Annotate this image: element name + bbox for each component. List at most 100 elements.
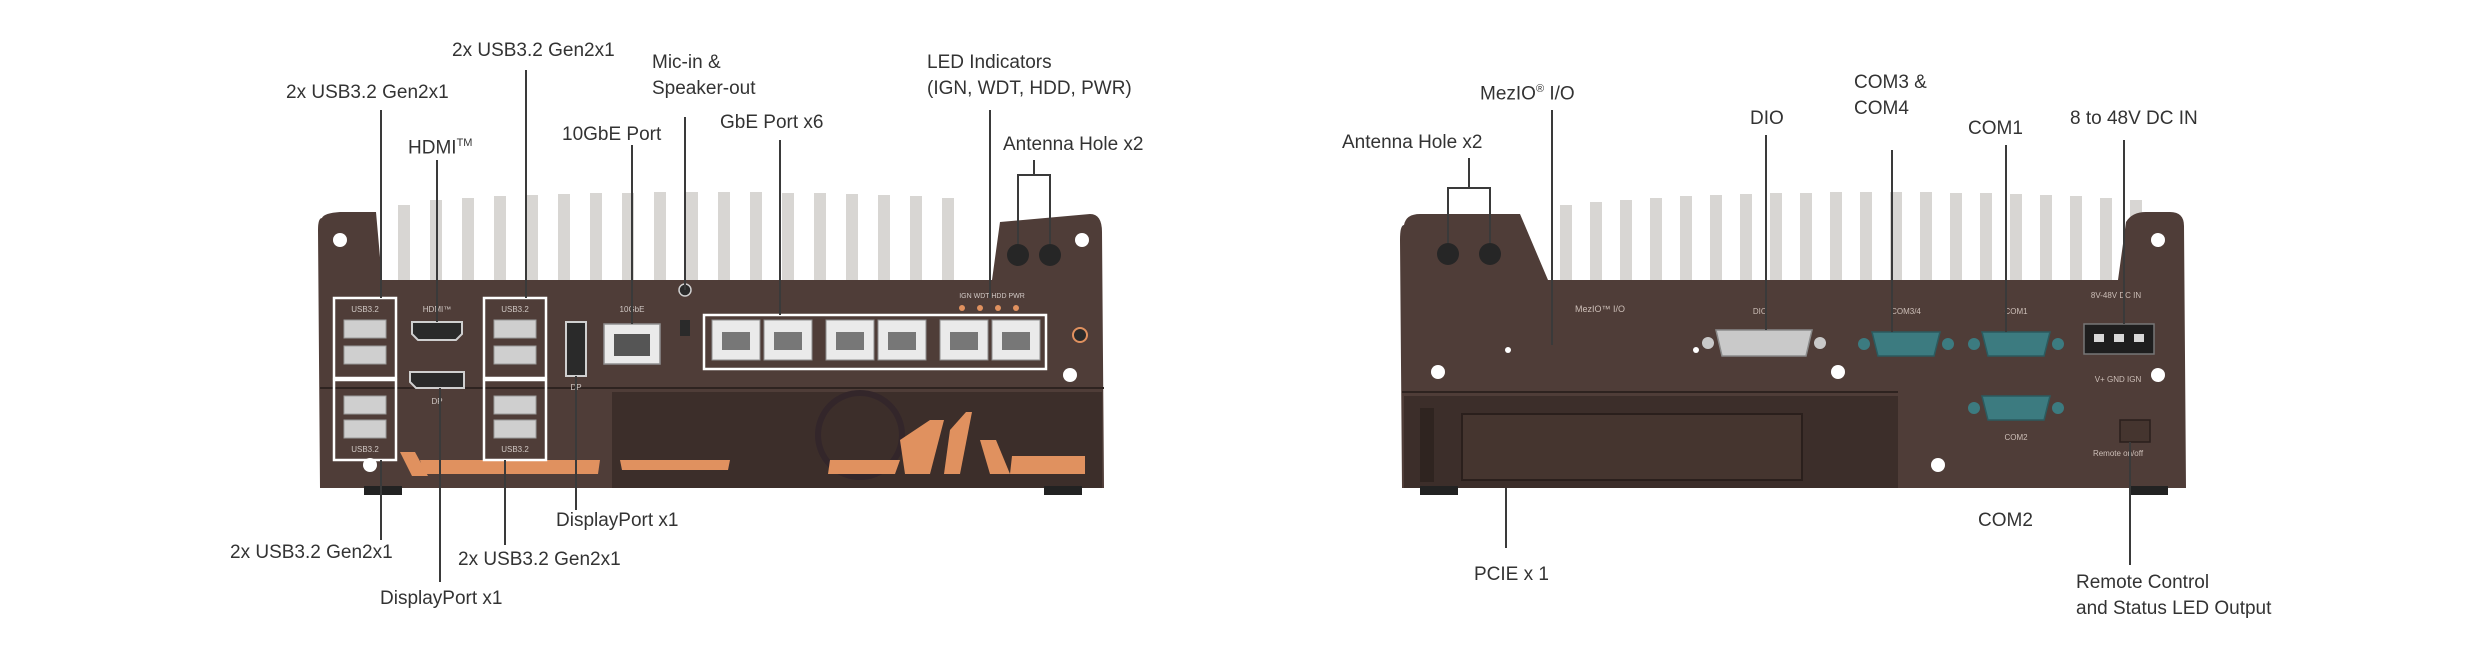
callout-com34-line1: COM3 &: [1854, 72, 1927, 93]
front-mount-hole: [333, 233, 347, 247]
antenna-hole: [1007, 244, 1029, 266]
usb-group-outline: [482, 378, 548, 462]
displayport-port: [409, 371, 465, 389]
callout-dcin: 8 to 48V DC IN: [2070, 108, 2198, 129]
callout-led-line2: (IGN, WDT, HDD, PWR): [927, 78, 1132, 99]
callout-usb-bottom-mid: 2x USB3.2 Gen2x1: [458, 549, 621, 570]
rear-mount-hole: [1693, 347, 1699, 353]
rear-mount-hole: [1831, 365, 1845, 379]
antenna-hole: [1437, 243, 1459, 265]
callout-com34-line2: COM4: [1854, 98, 1909, 119]
usb-port: [343, 319, 387, 339]
callout-gbe: GbE Port x6: [720, 112, 824, 133]
usb-port: [343, 419, 387, 439]
front-mount-hole: [1075, 233, 1089, 247]
pcie-slot-cover: [1461, 413, 1803, 481]
usb-port: [343, 345, 387, 365]
callout-remote-line1: Remote Control: [2076, 572, 2210, 593]
callout-dio: DIO: [1750, 108, 1784, 129]
gbe-ports: [711, 319, 1041, 361]
callout-usb-bottom-left: 2x USB3.2 Gen2x1: [230, 542, 393, 563]
rear-mount-hole: [1505, 347, 1511, 353]
callout-com1: COM1: [1968, 118, 2023, 139]
callout-pcie: PCIE x 1: [1474, 564, 1549, 585]
port-screw: [1968, 402, 1980, 414]
callout-mezio: MezIO® I/O: [1480, 76, 1575, 107]
front-mount-hole: [1063, 368, 1077, 382]
callout-usb-top-left: 2x USB3.2 Gen2x1: [286, 82, 449, 103]
pcie-bracket: [1420, 408, 1434, 482]
port-screw: [1968, 338, 1980, 350]
front-heatsink-fins: [398, 192, 954, 285]
power-button: [1072, 327, 1088, 343]
com1-panel-label: COM1: [2004, 307, 2028, 316]
usb-port-label: USB3.2: [351, 445, 379, 454]
front-foot: [1044, 486, 1082, 495]
port-screw: [1702, 337, 1714, 349]
dcin-panel-label: 8V-48V DC IN: [2091, 291, 2141, 300]
callout-antenna-rear: Antenna Hole x2: [1342, 132, 1483, 153]
status-leds: [959, 305, 1019, 311]
dio-port: [1715, 329, 1813, 357]
usb-group-outline: [332, 378, 398, 462]
tengbe-port-socket: [614, 334, 650, 356]
displayport-port-vertical: [565, 321, 587, 377]
callout-usb-top-mid: 2x USB3.2 Gen2x1: [452, 40, 615, 61]
port-screw: [2052, 402, 2064, 414]
rear-heatsink-fins: [1560, 192, 2142, 285]
usb-port: [493, 345, 537, 365]
callout-mic-line2: Speaker-out: [652, 78, 756, 99]
callout-mic-line1: Mic-in &: [652, 52, 721, 73]
com2-panel-label: COM2: [2004, 433, 2028, 442]
rear-mount-hole: [1931, 458, 1945, 472]
callout-10gbe: 10GbE Port: [562, 124, 662, 145]
com34-port: [1871, 331, 1941, 357]
port-screw: [1858, 338, 1870, 350]
rear-foot: [1420, 486, 1458, 495]
mezio-text: MezIO: [1480, 83, 1536, 105]
antenna-hole: [1039, 244, 1061, 266]
usb-port: [493, 395, 537, 415]
remote-panel-label: Remote on/off: [2093, 449, 2144, 458]
led-panel-label: IGN WDT HDD PWR: [959, 293, 1025, 300]
rear-mount-hole: [2151, 368, 2165, 382]
port-screw: [2052, 338, 2064, 350]
com1-port: [1981, 331, 2051, 357]
usb-group-outline: [482, 296, 548, 380]
com34-panel-label: COM3/4: [1891, 307, 1921, 316]
front-mount-hole: [363, 458, 377, 472]
remote-control-port: [2119, 419, 2151, 443]
rear-panel: MezIO™ I/O DIO COM3/4 COM1 COM2 8V-48V D…: [1400, 192, 2186, 495]
hdmi-port: [411, 321, 463, 341]
antenna-hole: [1479, 243, 1501, 265]
front-panel: USB3.2 USB3.2 HDMI™ DP USB3.2 USB3.2 DP …: [318, 192, 1104, 495]
callout-led-line1: LED Indicators: [927, 52, 1052, 73]
rear-foot: [2130, 486, 2168, 495]
usb-port: [493, 419, 537, 439]
usb-group-outline: [332, 296, 398, 380]
usb-port-label: USB3.2: [501, 305, 529, 314]
registered-mark: ®: [1535, 83, 1545, 95]
callout-antenna-front: Antenna Hole x2: [1003, 134, 1144, 155]
usb-port-label: USB3.2: [501, 445, 529, 454]
rear-mount-hole: [2151, 233, 2165, 247]
front-foot: [364, 486, 402, 495]
gbe-port-sockets: [722, 332, 1030, 350]
dcin-pin-labels: V+ GND IGN: [2095, 375, 2142, 384]
usb-port: [343, 395, 387, 415]
usb-port-label: USB3.2: [351, 305, 379, 314]
displayport-port-label: DP: [431, 397, 442, 406]
callout-hdmi: HDMITM: [408, 130, 472, 161]
callout-com2: COM2: [1978, 510, 2033, 531]
port-screw: [1814, 337, 1826, 349]
audio-jack-mic: [680, 320, 690, 336]
mezio-io-text: I/O: [1544, 83, 1575, 105]
callout-dp-right: DisplayPort x1: [556, 510, 679, 531]
mezio-panel-label: MezIO™ I/O: [1575, 304, 1625, 314]
dcin-terminal-pins: [2094, 334, 2144, 342]
front-fan-ring: [815, 390, 905, 480]
com2-port: [1981, 395, 2051, 421]
dio-panel-label: DIO: [1753, 307, 1767, 316]
usb-port: [493, 319, 537, 339]
